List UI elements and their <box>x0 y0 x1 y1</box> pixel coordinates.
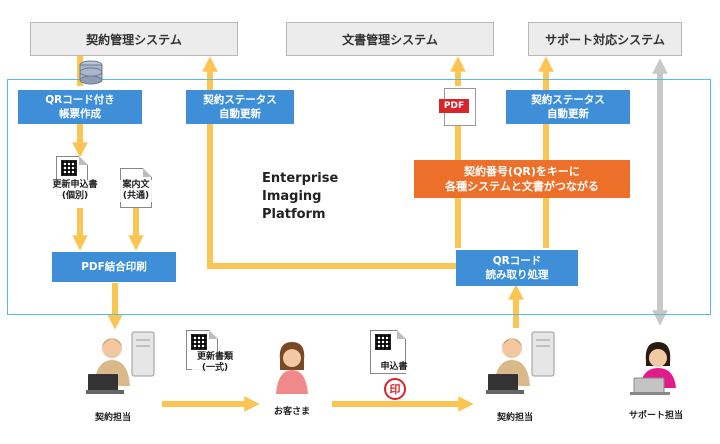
guide-line1: 案内文 <box>122 180 150 190</box>
customer-label: お客さま <box>273 407 310 417</box>
guide-label: 案内文 (共通) <box>116 180 156 202</box>
box-status-left: 契約ステータス 自動更新 <box>186 90 294 124</box>
customer-icon <box>276 342 308 394</box>
renewal-application-label: 更新申込書 (個別) <box>46 180 104 202</box>
box-status-right-line1: 契約ステータス <box>531 94 605 106</box>
platform-title: Enterprise Imaging Platform <box>262 170 338 224</box>
box-status-left-line2: 自動更新 <box>219 108 261 120</box>
box-status-right-line2: 自動更新 <box>547 108 589 120</box>
support-staff-label: サポート担当 <box>628 411 683 421</box>
pdf-document-icon: PDF <box>439 88 476 126</box>
box-pdf-print: PDF結合印刷 <box>52 252 176 282</box>
box-qr-key-link: 契約番号(QR)をキーに 各種システムと文書がつながる <box>414 160 630 198</box>
platform-frame <box>7 79 711 315</box>
qr-code-icon <box>61 160 77 176</box>
box-qr-read-line1: QRコード <box>492 255 542 267</box>
staff-left-icon <box>86 331 155 394</box>
renewal-application-line1: 更新申込書 <box>52 180 98 190</box>
renewal-set-label: 更新書類 (一式) <box>192 352 238 374</box>
qr-code-icon <box>191 334 207 350</box>
platform-title-line1: Enterprise <box>262 171 339 186</box>
arrow-reader-to-status-left <box>202 56 458 269</box>
support-staff-icon <box>630 342 676 395</box>
seal-stamp-icon: 印 <box>384 378 406 400</box>
staff-right-label: 契約担当 <box>496 413 533 423</box>
staff-right-icon <box>486 331 555 394</box>
database-icon <box>79 60 103 85</box>
box-status-right: 契約ステータス 自動更新 <box>506 90 630 124</box>
staff-left-label: 契約担当 <box>94 413 131 423</box>
box-status-left-line1: 契約ステータス <box>203 94 277 106</box>
guide-line2: (共通) <box>122 191 150 201</box>
renewal-application-line2: (個別) <box>61 191 89 201</box>
box-qr-read: QRコード 読み取り処理 <box>456 250 578 286</box>
pdf-badge: PDF <box>439 99 469 113</box>
qr-code-icon <box>375 334 391 350</box>
system-contract: 契約管理システム <box>30 22 238 56</box>
platform-title-line2: Imaging <box>262 189 322 204</box>
box-qr-form-line1: QRコード付き <box>45 94 115 106</box>
system-support: サポート対応システム <box>528 22 682 56</box>
renewal-set-line2: (一式) <box>201 363 229 373</box>
box-qr-read-line2: 読み取り処理 <box>485 269 549 281</box>
application-label: 申込書 <box>376 362 412 373</box>
box-qr-key-line1: 契約番号(QR)をキーに <box>464 165 580 178</box>
box-qr-form-line2: 帳票作成 <box>59 108 101 120</box>
platform-title-line3: Platform <box>262 207 326 222</box>
system-document: 文書管理システム <box>286 22 494 56</box>
renewal-set-line1: 更新書類 <box>196 352 233 362</box>
box-qr-form-create: QRコード付き 帳票作成 <box>18 90 142 124</box>
box-qr-key-line2: 各種システムと文書がつながる <box>445 180 599 193</box>
